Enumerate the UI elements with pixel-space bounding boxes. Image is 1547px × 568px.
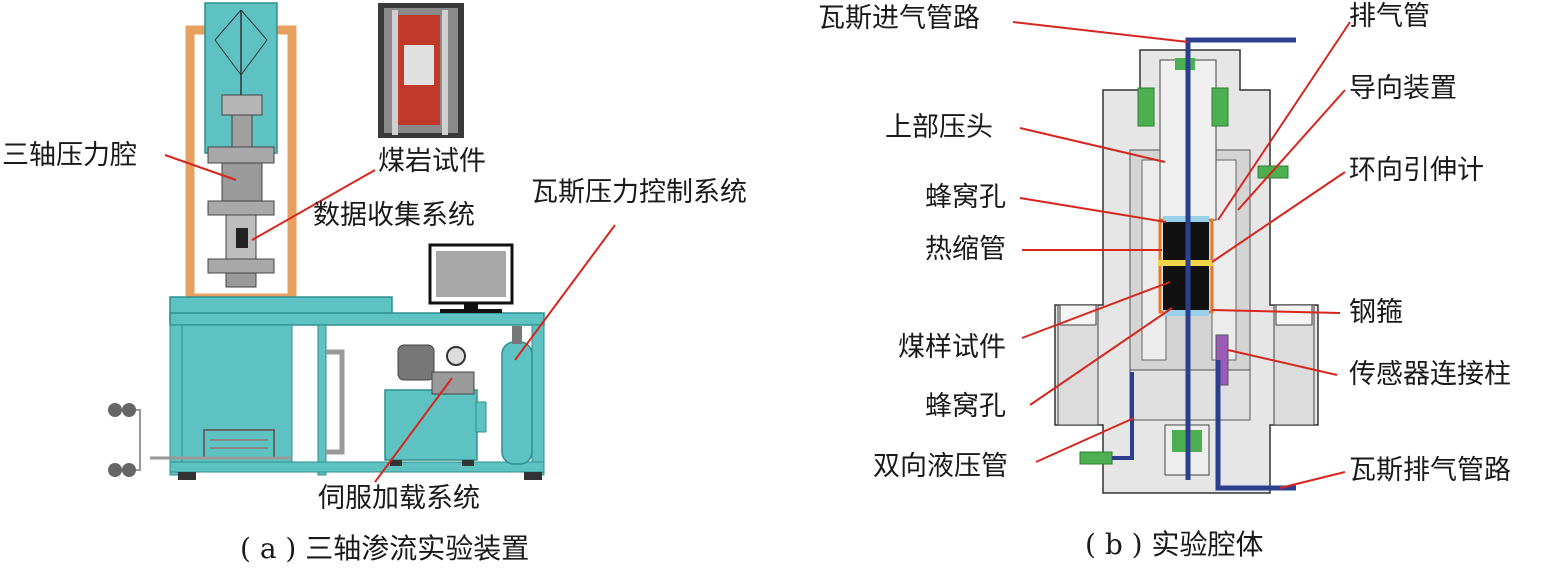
valve-icon <box>108 463 136 477</box>
servo-unit <box>384 344 487 466</box>
chamber-mid-plate <box>207 200 275 216</box>
hydraulic-pipe <box>1112 372 1134 460</box>
label-coal-specimen: 煤样试件 <box>898 332 1006 363</box>
label-guide-device: 导向装置 <box>1349 73 1457 104</box>
photo-inset <box>378 3 464 138</box>
label-gas-pressure-control: 瓦斯压力控制系统 <box>531 177 747 208</box>
label-gas-inlet: 瓦斯进气管路 <box>818 3 980 34</box>
label-hydraulic-pipe: 双向液压管 <box>873 451 1008 482</box>
left-leader-lines <box>164 154 616 483</box>
gas-inlet-pipe <box>1185 37 1296 480</box>
label-data-acquisition: 数据收集系统 <box>313 200 475 231</box>
caption-right: ( b ) 实验腔体 <box>1085 528 1264 561</box>
label-upper-indenter: 上部压头 <box>885 112 993 143</box>
label-heat-shrink-tube: 热缩管 <box>925 234 1006 265</box>
label-gas-outlet: 瓦斯排气管路 <box>1349 455 1511 486</box>
gas-cylinder <box>501 326 533 465</box>
valve-icon <box>108 403 136 417</box>
right-leader-lines <box>1012 21 1351 489</box>
apparatus-drawing <box>108 2 545 480</box>
caption-left: ( a ) 三轴渗流实验装置 <box>240 532 530 565</box>
specimen-block <box>236 228 248 248</box>
cabinet <box>181 324 293 463</box>
label-honeycomb-hole-bottom: 蜂窝孔 <box>925 391 1006 422</box>
monitor-icon <box>428 243 514 313</box>
label-triaxial-chamber: 三轴压力腔 <box>2 140 137 171</box>
chamber-section <box>1054 37 1319 494</box>
label-circumferential-extensometer: 环向引伸计 <box>1349 155 1484 186</box>
label-exhaust-pipe: 排气管 <box>1349 1 1430 32</box>
label-steel-hoop: 钢箍 <box>1349 297 1403 328</box>
label-servo-loading: 伺服加载系统 <box>318 483 480 514</box>
label-sensor-post: 传感器连接柱 <box>1349 359 1511 390</box>
chamber-top-plate <box>207 146 275 164</box>
label-specimen: 煤岩试件 <box>378 146 486 177</box>
chamber-base-plate <box>207 258 275 274</box>
chamber-body <box>221 162 263 202</box>
label-honeycomb-hole-top: 蜂窝孔 <box>925 182 1006 213</box>
gas-outlet-pipe <box>1215 360 1296 491</box>
